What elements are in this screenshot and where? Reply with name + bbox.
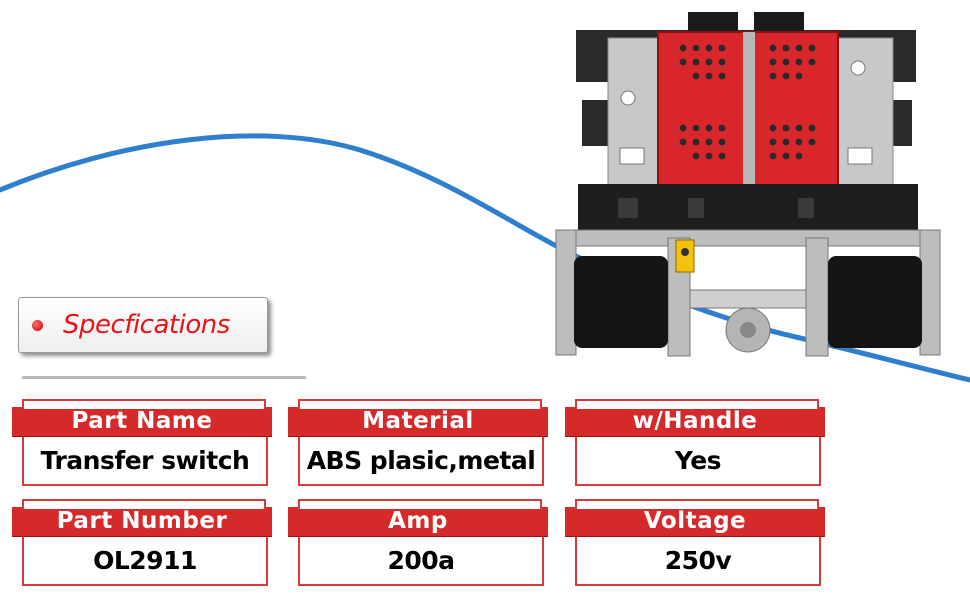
- header-divider: [22, 376, 306, 379]
- spec-card-part-name: Part Name Transfer switch: [12, 398, 272, 488]
- spec-label: w/Handle: [565, 399, 825, 436]
- spec-value: 200a: [387, 546, 455, 575]
- spec-value: Yes: [674, 446, 722, 475]
- bullet-icon: [32, 319, 43, 331]
- spec-value: Transfer switch: [40, 446, 250, 475]
- spec-label: Part Number: [12, 499, 272, 536]
- spec-label: Amp: [288, 499, 548, 536]
- spec-card-part-number: Part Number OL2911: [12, 498, 272, 588]
- spec-card-voltage: Voltage 250v: [565, 498, 825, 588]
- spec-value: OL2911: [93, 546, 197, 575]
- spec-label: Part Name: [12, 399, 272, 436]
- spec-card-material: Material ABS plasic,metal: [288, 398, 548, 488]
- spec-value: ABS plasic,metal: [306, 446, 536, 475]
- spec-card-amp: Amp 200a: [288, 498, 548, 588]
- spec-card-handle: w/Handle Yes: [565, 398, 825, 488]
- spec-label: Voltage: [565, 499, 825, 536]
- transfer-switch-image: [555, 12, 941, 357]
- spec-value: 250v: [664, 546, 732, 575]
- section-title: Specfications: [63, 310, 230, 340]
- specifications-header: Specfications: [18, 297, 268, 353]
- spec-label: Material: [288, 399, 548, 436]
